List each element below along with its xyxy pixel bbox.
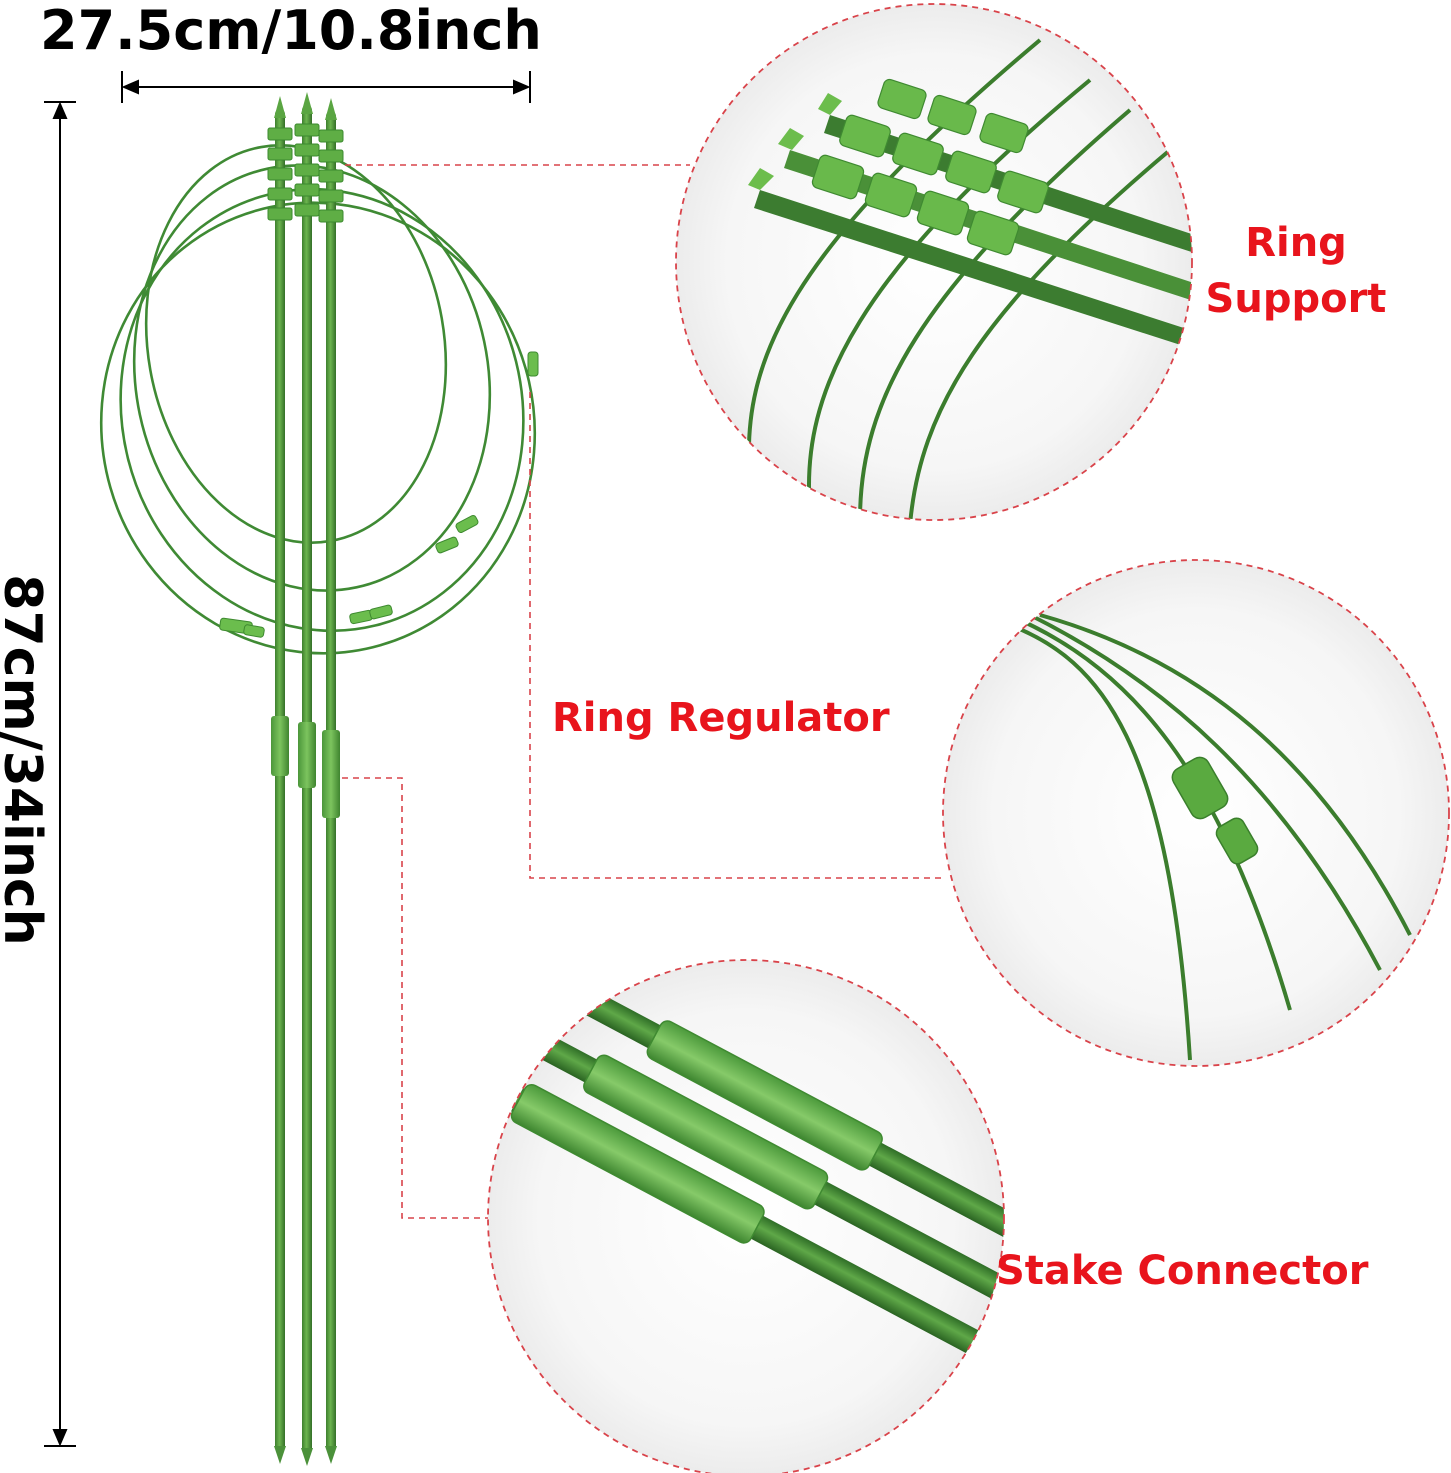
- stake-connectors-small: [271, 716, 340, 818]
- ring-regulator-clips: [219, 351, 539, 638]
- height-dimension-label: 87cm/34inch: [0, 574, 52, 946]
- callout-ring-support-line2: Support: [1205, 276, 1387, 322]
- zoom-circle-stake-connector: [487, 959, 1005, 1473]
- zoom-circle-ring-support: [675, 3, 1193, 521]
- callout-stake-connector: Stake Connector: [996, 1248, 1369, 1294]
- zoom-circle-ring-regulator: [942, 559, 1450, 1067]
- width-dimension-label: 27.5cm/10.8inch: [40, 0, 542, 62]
- callout-ring-regulator: Ring Regulator: [552, 695, 890, 741]
- callout-ring-support: Ring Support: [1194, 215, 1398, 327]
- width-dimension-arrow: [121, 71, 531, 103]
- ring-support-clusters: [267, 123, 344, 223]
- dashed-leader-lines: [342, 164, 945, 1219]
- callout-ring-support-line1: Ring: [1245, 220, 1347, 266]
- height-dimension-arrow: [44, 101, 76, 1447]
